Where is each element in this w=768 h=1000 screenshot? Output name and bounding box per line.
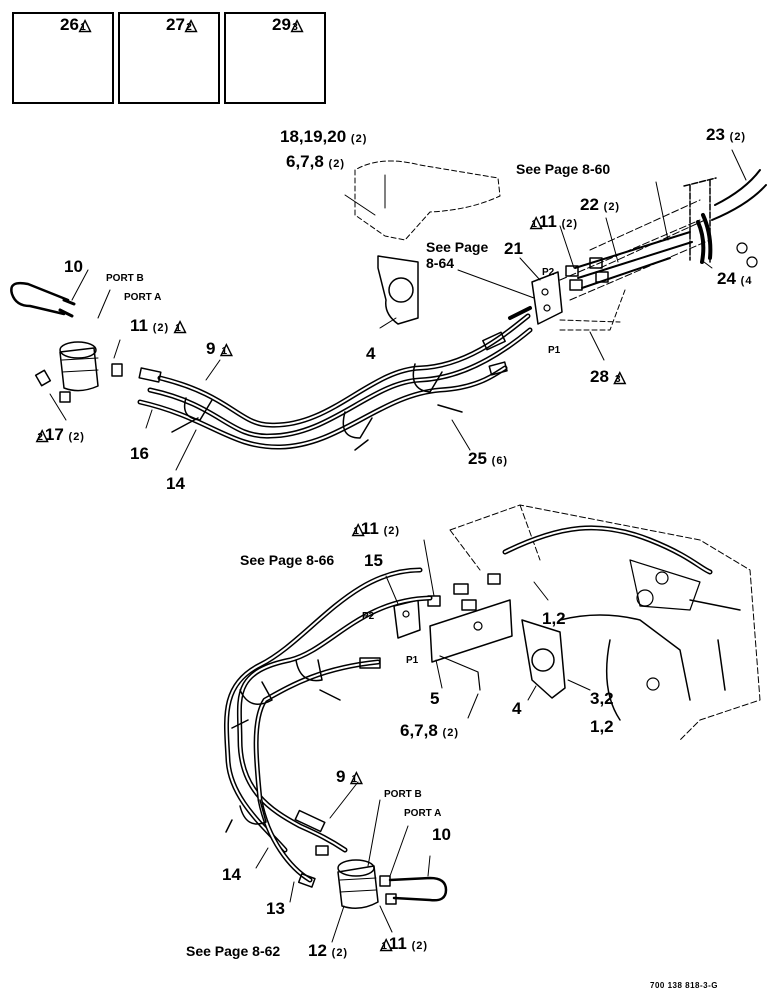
frame-plate <box>354 160 501 241</box>
callout-15: 15 <box>364 551 383 570</box>
hose-22 <box>574 231 693 289</box>
document-number: 700 138 818-3-G <box>650 981 718 990</box>
see-page-8-64-line1: See Page <box>426 239 489 255</box>
callout-1-2-upper: 1,2 <box>542 609 566 628</box>
kit-box-26 <box>12 12 114 104</box>
see-page-8-66: See Page 8-66 <box>240 552 335 568</box>
callout-6-7-8: 6,7,8 (2) <box>286 152 345 171</box>
callout-4-bottom: 4 <box>512 699 522 718</box>
callout-6-7-8-bottom: 6,7,8 (2) <box>400 721 459 740</box>
mounting-plate <box>429 599 513 663</box>
callout-28: 28 △3 <box>590 367 626 386</box>
see-page-8-64-line2: 8-64 <box>426 255 455 271</box>
hose-14-inner <box>149 329 531 438</box>
callout-9-top: 9 △1 <box>206 339 233 358</box>
hose-14 <box>223 567 423 853</box>
note-triangle-icon: △ <box>352 521 365 538</box>
callout-14-bottom: 14 <box>222 865 241 884</box>
note-triangle-icon: △ <box>184 17 198 34</box>
hose-9 <box>157 313 531 428</box>
callout-21: 21 <box>504 239 523 258</box>
callout-25: 25 (6) <box>468 449 509 468</box>
kit-box-29 <box>224 12 326 104</box>
frame-side <box>559 614 691 721</box>
callout-23: 23 (2) <box>706 125 747 144</box>
port-p1-label-bottom: P1 <box>406 655 419 666</box>
bracket-hole <box>388 277 414 303</box>
mounting-bracket <box>377 255 419 325</box>
port-a-label-top: PORT A <box>124 292 162 303</box>
port-p1-label: P1 <box>548 345 561 356</box>
callout-18-19-20: 18,19,20 (2) <box>280 127 368 146</box>
hose-clamp <box>295 659 341 701</box>
mounting-bracket <box>521 619 566 699</box>
hose-upper <box>502 525 713 575</box>
port-a-label-bottom: PORT A <box>404 808 442 819</box>
callout-10-top: 10 <box>64 257 83 276</box>
callout-22: 22 (2) <box>580 195 621 214</box>
note-triangle-icon: △ <box>78 17 92 34</box>
note-triangle-icon: △ <box>350 769 363 786</box>
callout-5: 5 <box>430 689 440 708</box>
hose-clamp <box>225 799 267 833</box>
callout-4-top: 4 <box>366 344 376 363</box>
callout-1-2-lower: 1,2 <box>590 717 614 736</box>
mount-bolt <box>439 655 481 691</box>
callout-16: 16 <box>130 444 149 463</box>
callout-12: 12 (2) <box>308 941 349 960</box>
port-p2-label-bottom: P2 <box>362 611 375 622</box>
kit-box-27 <box>118 12 220 104</box>
note-triangle-icon: △ <box>613 369 626 386</box>
hose-clamp <box>412 363 463 413</box>
note-triangle-icon: △ <box>530 214 543 231</box>
bracket-hole <box>531 648 555 672</box>
u-pipe <box>388 876 448 902</box>
callout-29: 29△3 <box>272 15 304 34</box>
callout-13: 13 <box>266 899 285 918</box>
pump-assembly <box>629 559 701 611</box>
valve-block <box>531 271 563 325</box>
callout-24: 24 (4 <box>717 269 753 288</box>
pipe-23 <box>711 169 767 221</box>
hose-clamp <box>171 397 213 433</box>
see-page-8-62: See Page 8-62 <box>186 943 281 959</box>
hose-clamp <box>342 411 373 451</box>
u-pipe <box>10 281 70 316</box>
dashed-link <box>559 289 626 331</box>
callout-26: 26△1 <box>60 15 92 34</box>
hose-clamp <box>231 681 273 729</box>
callout-14-top: 14 <box>166 474 185 493</box>
note-triangle-icon: △ <box>36 427 49 444</box>
pipe-24 <box>696 213 713 264</box>
hydraulic-motor <box>337 865 379 909</box>
note-triangle-icon: △ <box>380 936 393 953</box>
port-b-label-bottom: PORT B <box>384 789 422 800</box>
port-b-label-top: PORT B <box>106 273 144 284</box>
port-p2-label: P2 <box>542 267 555 278</box>
callout-3-2: 3,2 <box>590 689 614 708</box>
note-triangle-icon: △ <box>220 341 233 358</box>
callout-9-bottom: 9 △1 <box>336 767 363 786</box>
note-triangle-icon: △ <box>290 17 304 34</box>
callout-10-bottom: 10 <box>432 825 451 844</box>
note-triangle-icon: △ <box>173 318 187 335</box>
callout-11-left: 11 (2) △1 <box>130 316 187 335</box>
callout-27: 27△2 <box>166 15 198 34</box>
hose-16-inner <box>139 367 506 449</box>
hydraulic-motor <box>59 347 99 392</box>
see-page-8-60: See Page 8-60 <box>516 161 611 177</box>
valve-block <box>393 599 421 639</box>
frame-body <box>449 504 761 741</box>
hose-9-inner <box>159 315 529 427</box>
